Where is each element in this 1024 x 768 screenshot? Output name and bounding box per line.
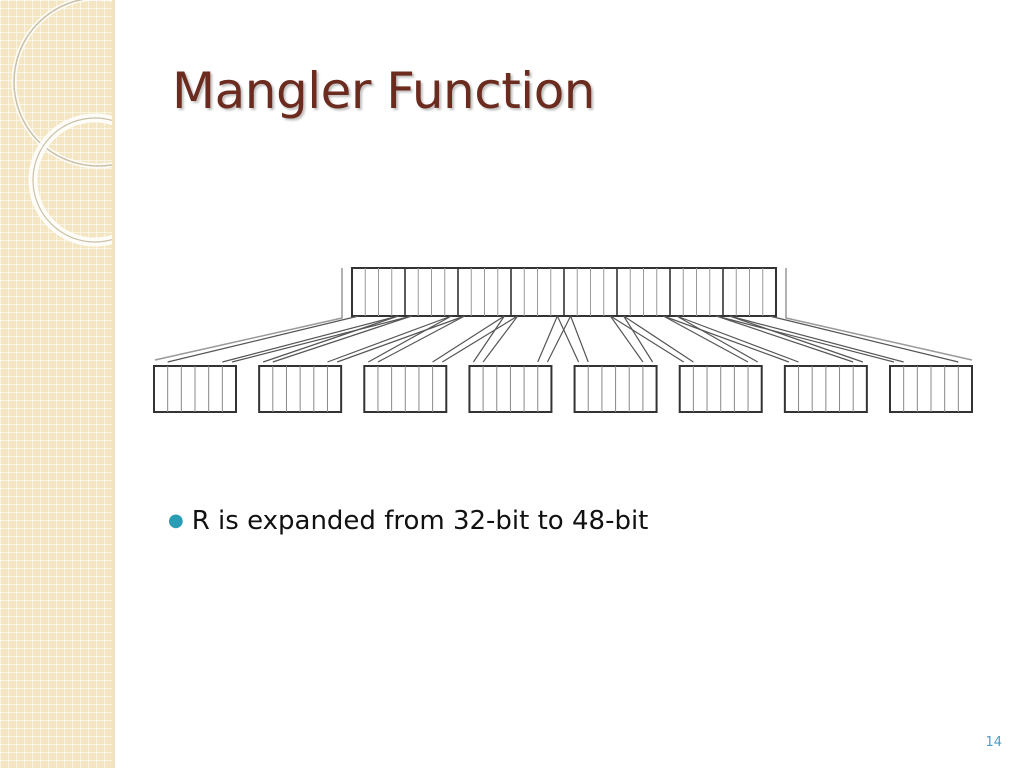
slide-title: Mangler Function [172, 62, 595, 120]
side-band-edge [112, 0, 115, 768]
connector-line [336, 315, 465, 363]
connector-line [167, 315, 359, 363]
side-decoration-band [0, 0, 112, 768]
connector-line [472, 315, 505, 363]
bullet-list: ● R is expanded from 32-bit to 48-bit [168, 504, 648, 538]
bullet-dot-icon: ● [168, 510, 184, 531]
connector-line [570, 315, 589, 363]
bullet-text: R is expanded from 32-bit to 48-bit [191, 506, 649, 536]
connector-line [546, 315, 572, 363]
left-bracket-line [154, 268, 343, 361]
connector-line [432, 315, 505, 363]
connector-line [262, 315, 399, 363]
connector-line [610, 315, 685, 363]
connector-line [769, 315, 959, 363]
bullet-item: ● R is expanded from 32-bit to 48-bit [168, 504, 648, 538]
connector-line [537, 315, 558, 363]
connector-line [729, 315, 864, 363]
slide-number: 14 [985, 735, 1002, 750]
connector-line [623, 315, 654, 363]
connector-line [272, 315, 412, 363]
connector-line [676, 315, 799, 363]
connector-line [623, 315, 694, 363]
circle-ornament [11, 0, 112, 247]
connector-line [556, 315, 580, 363]
connector-line [327, 315, 452, 363]
right-bracket-line [785, 268, 973, 361]
connector-line [716, 315, 895, 363]
connector-line [222, 315, 399, 363]
connector-line [377, 315, 465, 363]
connector-line [716, 315, 854, 363]
connector-line [231, 315, 412, 363]
connector-line [663, 315, 790, 363]
connector-line [441, 315, 518, 363]
connector-line [729, 315, 904, 363]
connector-line [482, 315, 519, 363]
connector-line [676, 315, 759, 363]
connector-line [663, 315, 749, 363]
connector-line [367, 315, 452, 363]
connector-line [609, 315, 644, 363]
